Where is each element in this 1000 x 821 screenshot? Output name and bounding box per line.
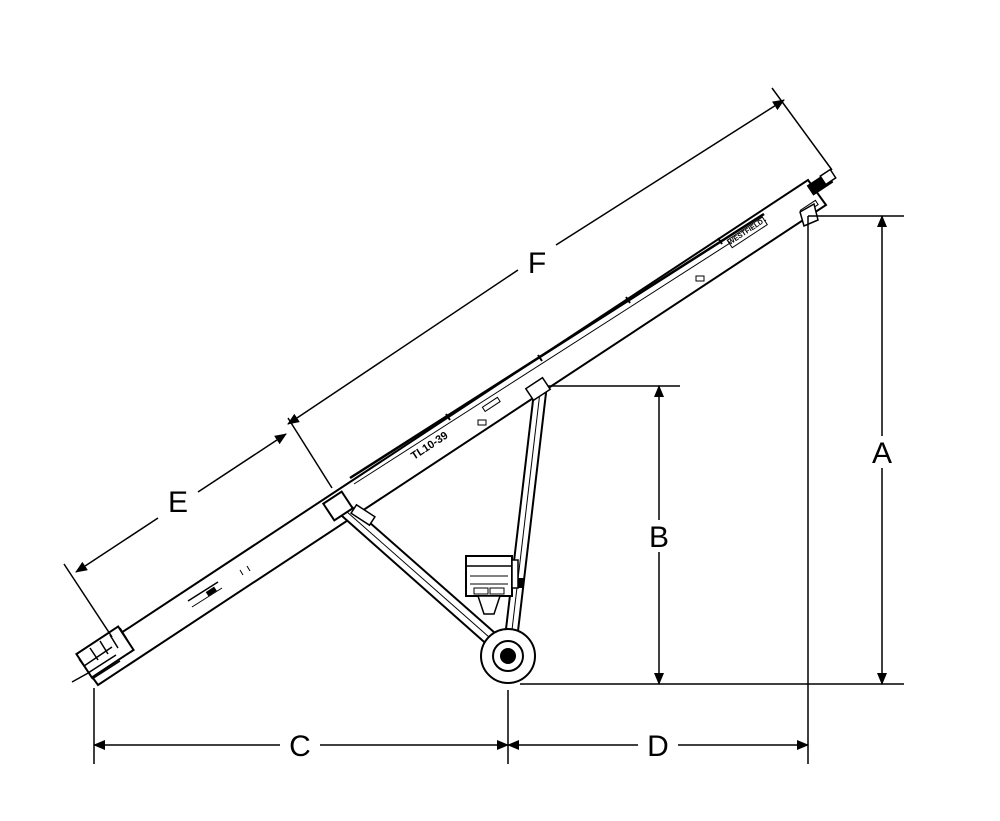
dimension-d: D: [507, 730, 809, 763]
dimension-label-f: F: [528, 247, 546, 280]
dimension-b: B: [548, 385, 680, 685]
dimension-a: A: [808, 215, 904, 685]
dimension-label-b: B: [649, 521, 669, 554]
undercarriage: [321, 376, 552, 684]
dimension-c: C: [93, 730, 509, 763]
intake-hopper: [71, 625, 135, 683]
dimension-label-c: C: [289, 730, 311, 763]
dimension-e: E: [63, 417, 333, 638]
dimension-label-d: D: [647, 730, 669, 763]
discharge-head: [799, 168, 837, 228]
dimension-label-a: A: [872, 437, 892, 470]
dimension-f: F: [287, 87, 833, 425]
dimension-label-e: E: [168, 486, 188, 519]
